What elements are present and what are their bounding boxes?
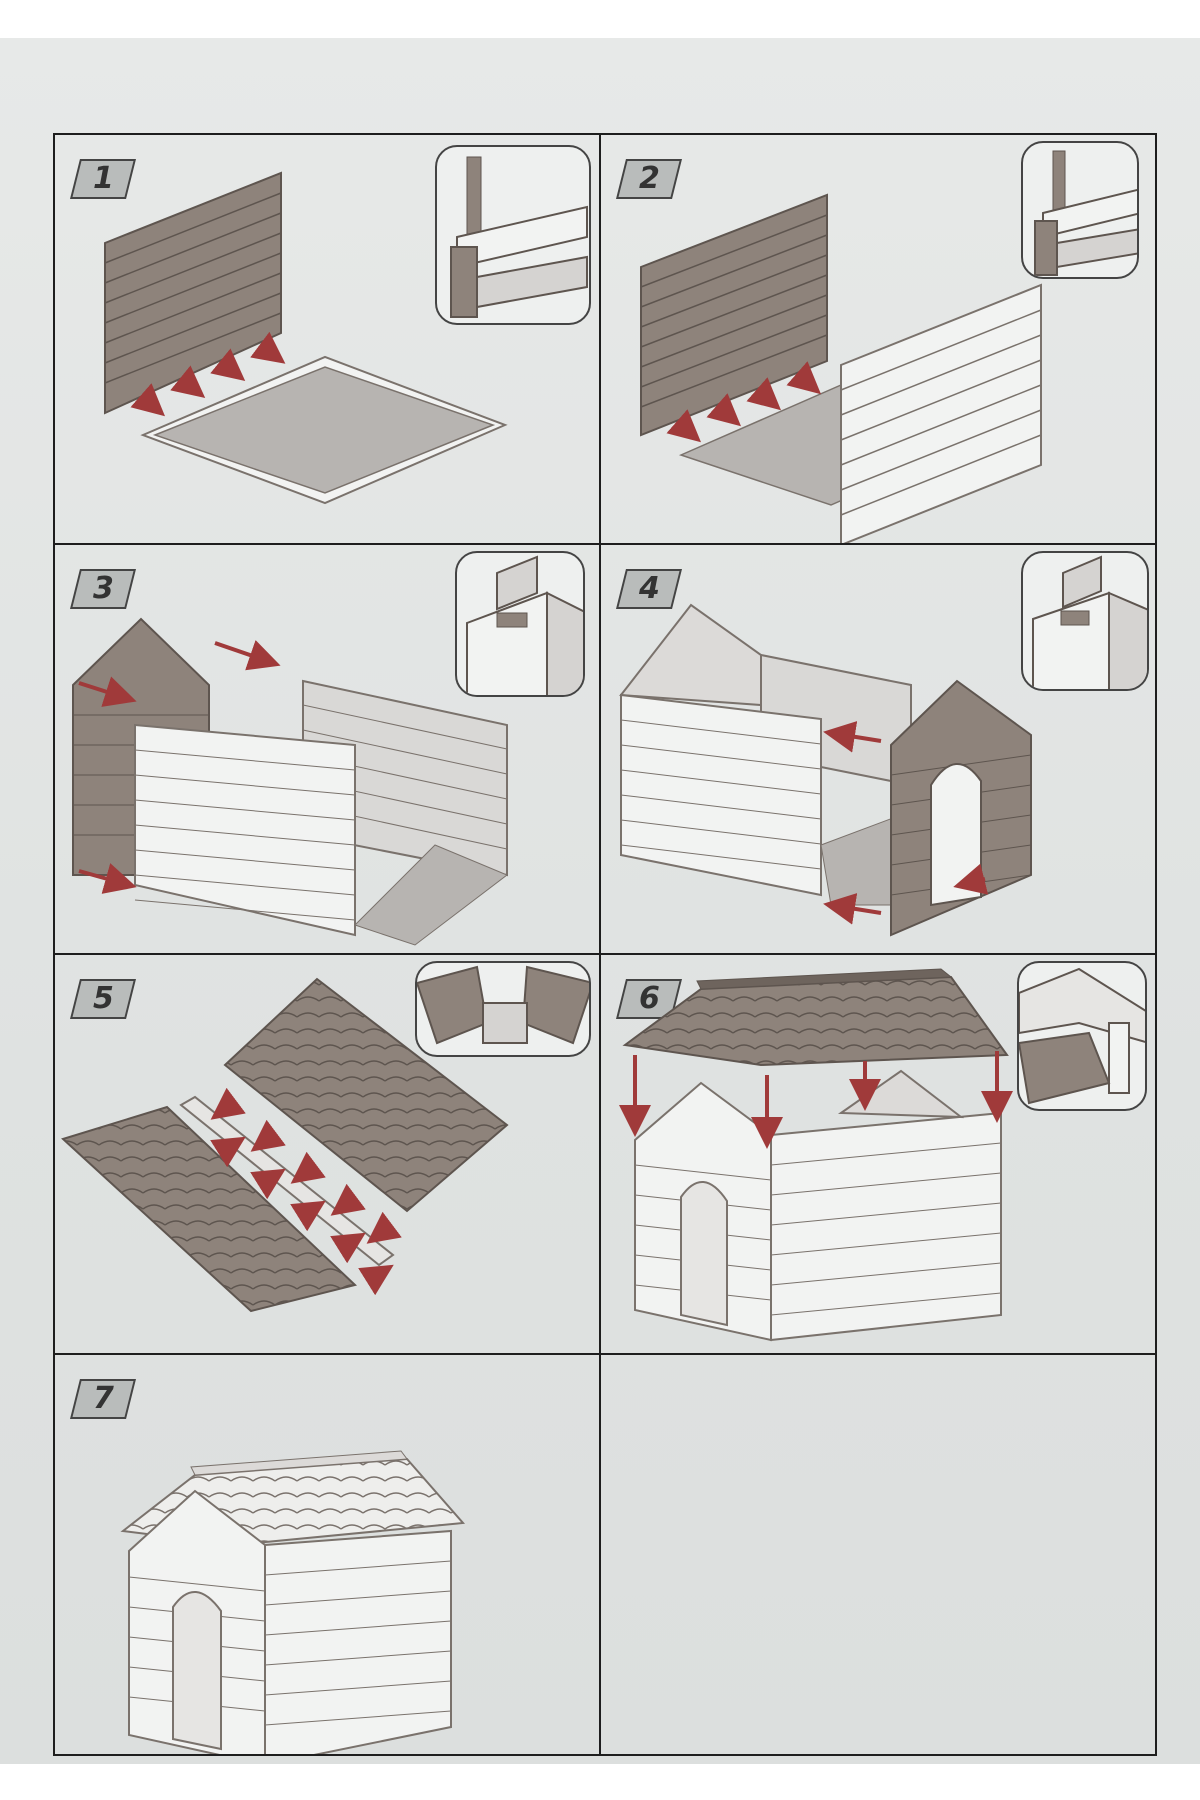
wall-clip-detail-illustration	[1034, 150, 1137, 276]
step-4-illustration	[619, 603, 1032, 937]
ridge-joint-detail-illustration	[417, 965, 589, 1045]
empty-panel	[601, 1355, 1155, 1754]
roof-clip-detail-illustration	[1019, 967, 1145, 1105]
wall-clip-detail-illustration	[450, 156, 588, 318]
step-6-illustration	[619, 968, 1013, 1342]
step-1-detail-inset	[435, 145, 591, 325]
step-1-illustration	[104, 171, 508, 505]
step-6-detail-inset	[1017, 961, 1147, 1111]
instruction-grid: 1	[53, 133, 1157, 1756]
step-6-panel: 6	[601, 955, 1155, 1355]
step-2-detail-inset	[1021, 141, 1139, 279]
step-5-detail-inset	[415, 961, 591, 1057]
step-3-detail-inset	[455, 551, 585, 697]
corner-clip-detail-illustration	[466, 555, 583, 695]
step-5-illustration	[61, 977, 509, 1313]
step-7-panel: 7	[55, 1355, 601, 1754]
step-7-illustration	[120, 1450, 466, 1754]
instruction-sheet: 1	[0, 38, 1200, 1764]
step-5-panel: 5	[55, 955, 601, 1355]
step-4-panel: 4	[601, 545, 1155, 955]
step-3-illustration	[72, 617, 508, 946]
step-1-panel: 1	[55, 135, 601, 545]
corner-clip-detail-illustration	[1032, 555, 1147, 689]
step-2-illustration	[640, 193, 1042, 543]
step-4-detail-inset	[1021, 551, 1149, 691]
step-3-panel: 3	[55, 545, 601, 955]
step-2-panel: 2	[601, 135, 1155, 545]
